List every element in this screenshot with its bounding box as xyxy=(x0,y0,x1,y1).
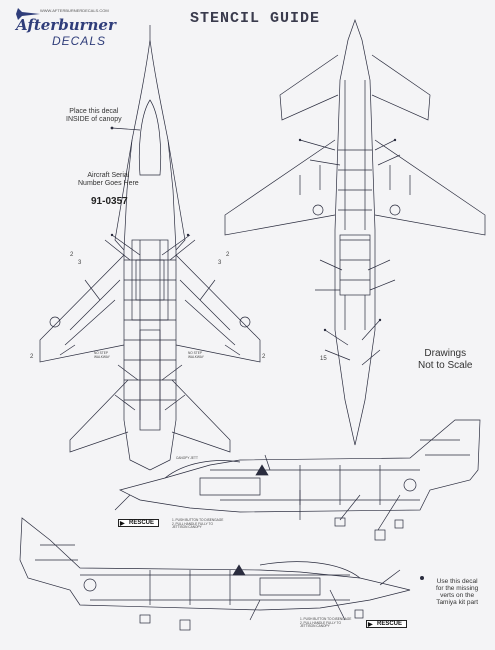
serial-note-line2: Number Goes Here xyxy=(78,180,139,187)
callout-number: 15 xyxy=(320,356,327,362)
push-line1: 1. PUSH BUTTON TO DISENGAGE xyxy=(300,617,352,621)
page-title: STENCIL GUIDE xyxy=(190,10,321,27)
no-step-label: NO STEP WALKWAY xyxy=(94,351,110,359)
push-line1: 1. PUSH BUTTON TO DISENGAGE xyxy=(172,518,224,522)
canopy-note-line2: INSIDE of canopy xyxy=(66,116,122,123)
canopy-jett-label: CANOPY JETT xyxy=(176,456,198,460)
brand-name: Afterburner xyxy=(16,16,116,34)
verts-note: Use this decal for the missing verts on … xyxy=(436,578,478,606)
push-line3: JETTISON CANOPY xyxy=(172,525,202,530)
top-view-aircraft xyxy=(39,25,261,471)
no-step-text: NO STEP xyxy=(94,351,108,355)
callout-number: 2 xyxy=(226,252,230,258)
serial-number: 91-0357 xyxy=(91,196,128,207)
verts-note-line3: verts on the xyxy=(440,592,475,599)
serial-note: Aircraft Serial Number Goes Here xyxy=(78,172,139,188)
canopy-note: Place this decal INSIDE of canopy xyxy=(66,108,122,124)
rescue-label-upper: RESCUE xyxy=(118,519,160,527)
drawings-note-line2: Not to Scale xyxy=(418,360,473,371)
side-view-upper-aircraft xyxy=(114,419,481,541)
push-line2: 2. PULL HANDLE FULLY TO xyxy=(300,620,341,625)
no-step-sub-text: WALKWAY xyxy=(188,354,204,359)
brand-jet-icon xyxy=(16,8,40,20)
side-view-lower-aircraft xyxy=(19,517,411,631)
no-step-label: NO STEP WALKWAY xyxy=(188,351,204,359)
callout-number: 3 xyxy=(78,260,82,266)
rescue-label-lower: RESCUE xyxy=(366,620,408,628)
no-step-sub-text: WALKWAY xyxy=(94,354,110,359)
verts-note-line1: Use this decal xyxy=(436,578,478,585)
drawings-note: Drawings Not to Scale xyxy=(418,348,472,372)
callout-number: 3 xyxy=(218,260,222,266)
callout-number: 2 xyxy=(70,252,74,258)
drawings-note-line1: Drawings xyxy=(424,348,467,359)
canopy-note-line1: Place this decal xyxy=(69,108,119,115)
push-instructions-upper: 1. PUSH BUTTON TO DISENGAGE 2. PULL HAND… xyxy=(172,518,224,530)
serial-note-line1: Aircraft Serial xyxy=(87,172,130,179)
verts-note-line4: Tamiya kit part xyxy=(436,599,479,606)
callout-number: 2 xyxy=(262,354,266,360)
push-line3: JETTISON CANOPY xyxy=(300,624,330,629)
bottom-view-aircraft xyxy=(224,18,486,446)
push-instructions-lower: 1. PUSH BUTTON TO DISENGAGE 2. PULL HAND… xyxy=(300,617,352,629)
brand-url: WWW.AFTERBURNERDECALS.COM xyxy=(40,8,109,13)
callout-number: 2 xyxy=(30,354,34,360)
push-line2: 2. PULL HANDLE FULLY TO xyxy=(172,521,213,526)
brand-subtitle: DECALS xyxy=(52,34,107,48)
verts-note-line2: for the missing xyxy=(436,585,479,592)
no-step-text: NO STEP xyxy=(188,351,202,355)
